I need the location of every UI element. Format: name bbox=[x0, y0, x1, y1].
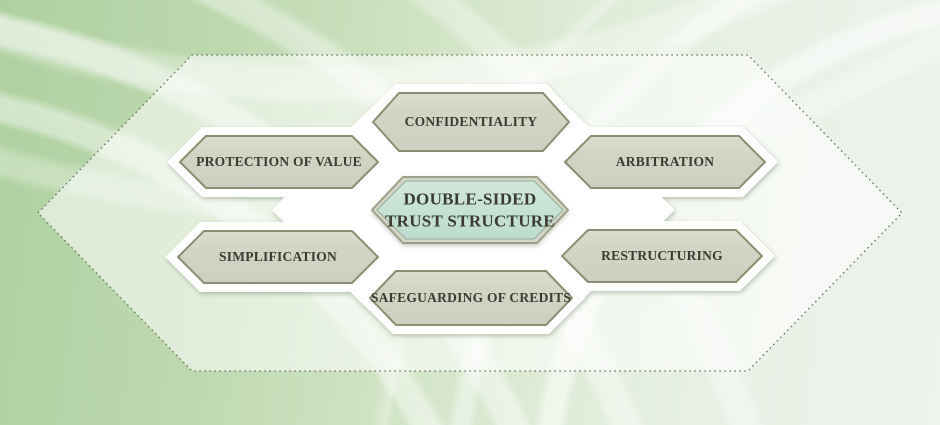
hexagon-restructuring bbox=[561, 229, 763, 283]
hexagon-confidentiality bbox=[372, 92, 570, 152]
hexagon-simplification bbox=[177, 230, 379, 284]
node-label-safeguarding-of-credits: SAFEGUARDING OF CREDITS bbox=[370, 290, 572, 305]
node-label-protection-of-value: PROTECTION OF VALUE bbox=[196, 154, 362, 169]
node-label-restructuring: RESTRUCTURING bbox=[601, 248, 723, 263]
hexagon-safeguarding-of-credits bbox=[369, 270, 573, 326]
node-label-confidentiality: CONFIDENTIALITY bbox=[404, 114, 538, 129]
hexagon-center bbox=[376, 180, 564, 240]
hexagon-arbitration bbox=[564, 135, 766, 189]
node-label-simplification: SIMPLIFICATION bbox=[218, 249, 338, 264]
hexagon-protection-of-value bbox=[179, 135, 379, 189]
node-label-arbitration: ARBITRATION bbox=[615, 154, 715, 169]
center-label-line2: TRUST STRUCTURE bbox=[385, 211, 555, 230]
node-label-center: DOUBLE-SIDED TRUST STRUCTURE bbox=[375, 188, 565, 232]
center-label-line1: DOUBLE-SIDED bbox=[403, 189, 537, 209]
